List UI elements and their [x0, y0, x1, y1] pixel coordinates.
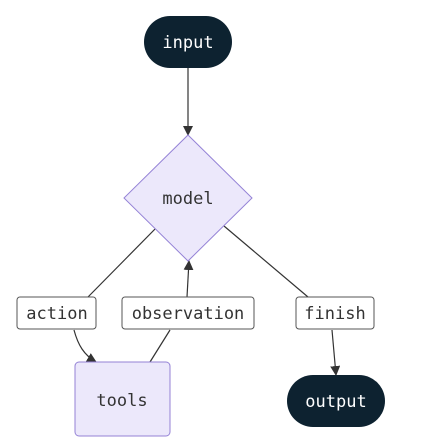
edge-observation-to-model: [183, 260, 194, 298]
edge-label-observation-box: [121, 296, 255, 330]
edge-label-action-text: action: [26, 304, 87, 324]
input-node-label: input: [162, 33, 213, 53]
edge-label-finish-box: [295, 296, 375, 330]
model-node-shape: [123, 134, 253, 262]
edge-label-action-box: [16, 296, 97, 330]
edge-model-to-finish: [223, 225, 309, 298]
edge-label-action: action: [16, 296, 97, 330]
output-node-shape: [287, 375, 385, 427]
edge-label-finish: finish: [295, 296, 375, 330]
edge-model-to-action: [87, 225, 159, 298]
edge-action-to-tools: [73, 329, 97, 363]
edge-label-observation: observation: [121, 296, 255, 330]
edge-tools-to-observation: [149, 329, 171, 363]
output-node: output: [287, 375, 385, 427]
tools-node: tools: [74, 361, 171, 437]
model-node: model: [123, 134, 253, 262]
output-node-label: output: [305, 392, 366, 412]
model-node-label: model: [162, 189, 213, 209]
input-node: input: [144, 16, 232, 68]
edge-finish-to-output: [330, 329, 341, 376]
input-node-shape: [144, 16, 232, 68]
tools-node-label: tools: [96, 391, 147, 411]
tools-node-shape: [74, 361, 171, 437]
edge-label-finish-text: finish: [304, 304, 365, 324]
edge-label-observation-text: observation: [132, 304, 245, 324]
